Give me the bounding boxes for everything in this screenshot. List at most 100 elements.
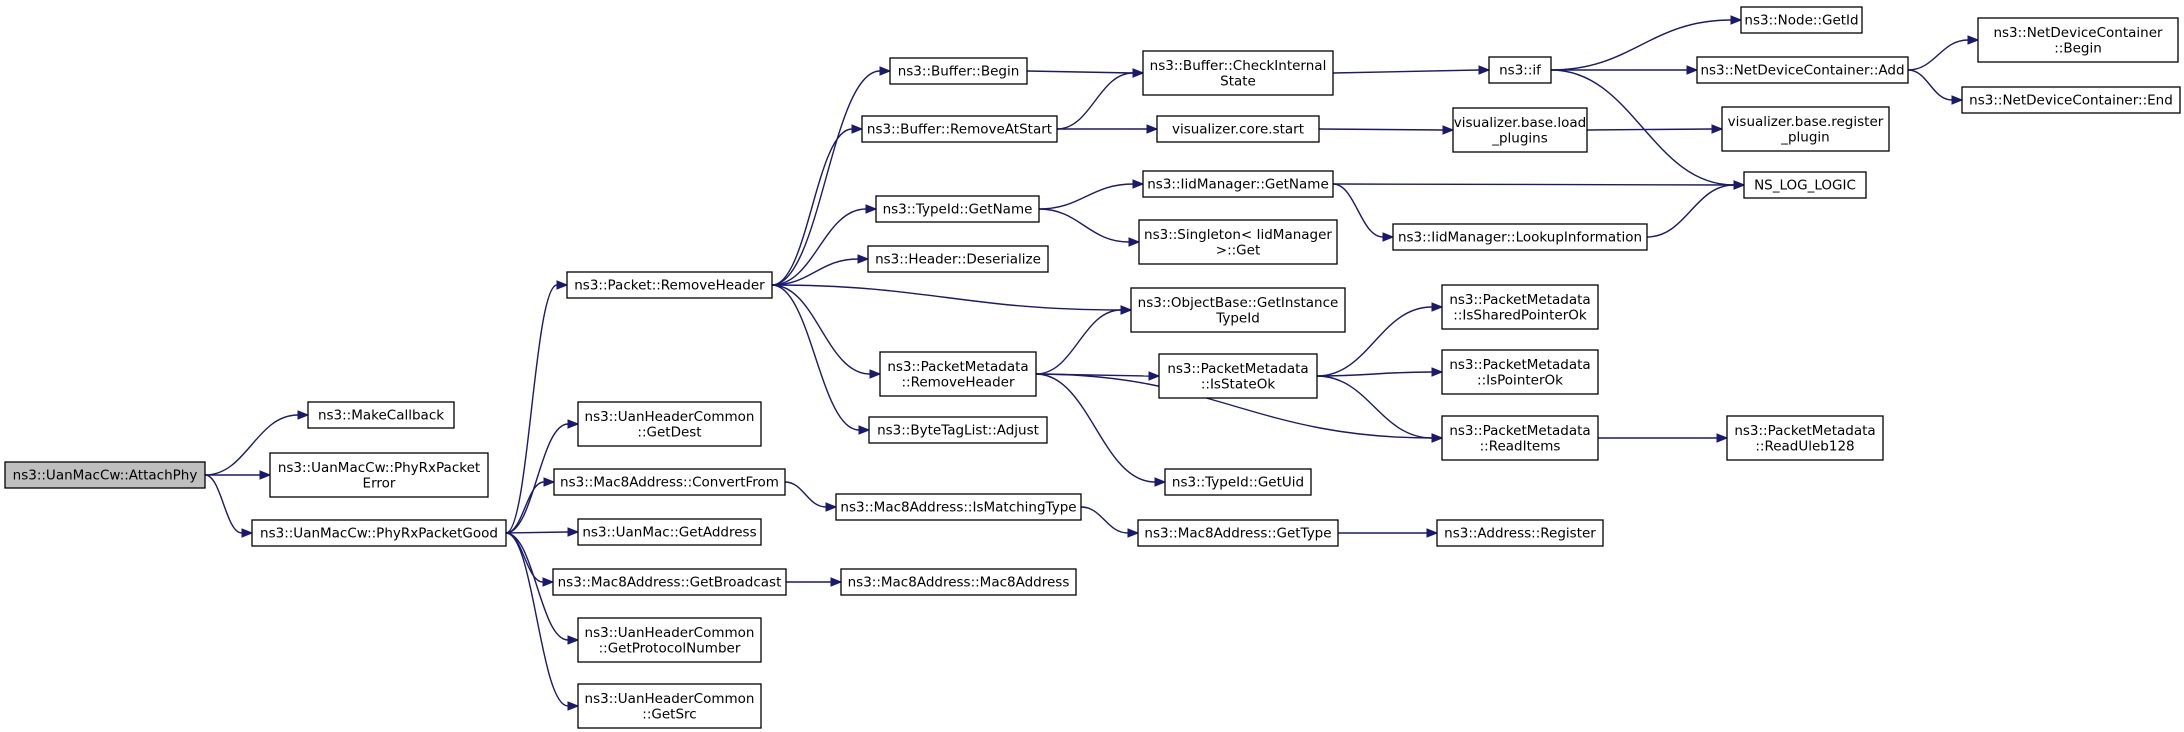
call-edge-bufferbegin-to-checkinternal bbox=[1026, 68, 1145, 78]
call-edge-typeidgetname-to-iidgetname bbox=[1038, 179, 1145, 210]
call-edge-phyrxpacketgood-to-uangetsrc bbox=[505, 532, 580, 711]
function-node-iidgetname[interactable]: ns3::IidManager::GetName bbox=[1142, 170, 1334, 198]
function-node-label: ns3::Node::GetId bbox=[1744, 13, 1858, 29]
function-node-box bbox=[1726, 415, 1884, 461]
function-node-makecallback[interactable]: ns3::MakeCallback bbox=[307, 401, 455, 429]
function-node-label: ::GetProtocolNumber bbox=[599, 640, 741, 656]
arrowhead-icon bbox=[1120, 305, 1133, 315]
function-node-typeidgetname[interactable]: ns3::TypeId::GetName bbox=[875, 195, 1040, 223]
function-node-label: ::Begin bbox=[2054, 40, 2102, 56]
arrowhead-icon bbox=[879, 66, 892, 76]
function-node-bytetagadjust[interactable]: ns3::ByteTagList::Adjust bbox=[868, 416, 1048, 444]
call-edge-line bbox=[771, 70, 881, 286]
function-node-corestart[interactable]: visualizer.core.start bbox=[1156, 115, 1320, 143]
function-node-nodegetid[interactable]: ns3::Node::GetId bbox=[1740, 6, 1863, 34]
function-node-box bbox=[1441, 415, 1599, 461]
function-node-loadplugins[interactable]: visualizer.base.load_plugins bbox=[1452, 107, 1588, 153]
function-node-label: ns3::NetDeviceContainer::End bbox=[1969, 93, 2173, 109]
function-node-box bbox=[1142, 170, 1334, 198]
arrowhead-icon bbox=[1967, 35, 1980, 45]
function-node-label: visualizer.core.start bbox=[1172, 122, 1304, 138]
arrowhead-icon bbox=[567, 527, 580, 537]
function-node-removeatstart[interactable]: ns3::Buffer::RemoveAtStart bbox=[861, 115, 1058, 143]
function-node-nslogic[interactable]: NS_LOG_LOGIC bbox=[1743, 171, 1867, 199]
call-edge-iidgetname-to-nslogic bbox=[1332, 180, 1746, 190]
function-node-registerplugin[interactable]: visualizer.base.register_plugin bbox=[1721, 106, 1890, 152]
function-node-convertfrom[interactable]: ns3::Mac8Address::ConvertFrom bbox=[553, 468, 786, 496]
call-edge-line bbox=[1035, 373, 1433, 439]
function-node-ispointerok[interactable]: ns3::PacketMetadata::IsPointerOk bbox=[1441, 349, 1599, 395]
function-node-mac8address[interactable]: ns3::Mac8Address::Mac8Address bbox=[840, 568, 1077, 596]
call-edge-pmisstateok-to-issharedpointerok bbox=[1316, 302, 1444, 377]
function-node-pmremoveheader[interactable]: ns3::PacketMetadata::RemoveHeader bbox=[879, 351, 1037, 397]
call-edge-phyrxpacketgood-to-getprotocolnumber bbox=[505, 532, 580, 645]
function-node-uangetaddress[interactable]: ns3::UanMac::GetAddress bbox=[577, 518, 762, 546]
function-node-bufferbegin[interactable]: ns3::Buffer::Begin bbox=[889, 57, 1028, 85]
function-node-box bbox=[861, 115, 1058, 143]
call-edge-packetremoveheader-to-bufferbegin bbox=[771, 66, 892, 286]
function-node-getbroadcast[interactable]: ns3::Mac8Address::GetBroadcast bbox=[552, 568, 787, 596]
function-node-box bbox=[1130, 287, 1346, 333]
function-node-label: ::IsPointerOk bbox=[1477, 372, 1563, 388]
function-node-label: ns3::ByteTagList::Adjust bbox=[877, 423, 1039, 439]
function-node-readuleb128[interactable]: ns3::PacketMetadata::ReadUleb128 bbox=[1726, 415, 1884, 461]
function-node-attachphy[interactable]: ns3::UanMacCw::AttachPhy bbox=[4, 461, 206, 489]
function-node-box bbox=[1961, 86, 2181, 114]
function-node-label: ns3::UanHeaderCommon bbox=[585, 691, 755, 707]
function-node-box bbox=[552, 568, 787, 596]
function-node-label: >::Get bbox=[1216, 242, 1260, 258]
function-node-phyrxpacketgood[interactable]: ns3::UanMacCw::PhyRxPacketGood bbox=[251, 519, 507, 547]
function-node-label: ns3::PacketMetadata bbox=[1449, 357, 1590, 373]
function-node-ndcadd[interactable]: ns3::NetDeviceContainer::Add bbox=[1696, 56, 1909, 84]
call-edge-packetremoveheader-to-typeidgetname bbox=[771, 204, 878, 286]
function-node-label: ns3::if bbox=[1499, 63, 1542, 79]
call-edge-packetremoveheader-to-pmremoveheader bbox=[771, 284, 882, 379]
function-node-box bbox=[577, 518, 762, 546]
arrowhead-icon bbox=[1478, 65, 1491, 75]
function-node-singletonget[interactable]: ns3::Singleton< IidManager>::Get bbox=[1138, 219, 1338, 265]
function-node-ndcend[interactable]: ns3::NetDeviceContainer::End bbox=[1961, 86, 2181, 114]
call-edge-line bbox=[1316, 371, 1433, 377]
function-node-headerdeserialize[interactable]: ns3::Header::Deserialize bbox=[867, 245, 1049, 273]
function-node-typeidgetuid[interactable]: ns3::TypeId::GetUid bbox=[1164, 468, 1312, 496]
function-node-lookupinformation[interactable]: ns3::IidManager::LookupInformation bbox=[1392, 223, 1648, 251]
call-edge-line bbox=[1026, 70, 1134, 74]
function-node-getprotocolnumber[interactable]: ns3::UanHeaderCommon::GetProtocolNumber bbox=[577, 617, 762, 663]
function-node-ns3if[interactable]: ns3::if bbox=[1488, 56, 1552, 84]
arrowhead-icon bbox=[869, 369, 882, 379]
call-edge-corestart-to-loadplugins bbox=[1318, 125, 1455, 135]
function-node-uangetsrc[interactable]: ns3::UanHeaderCommon::GetSrc bbox=[577, 683, 762, 729]
function-node-box bbox=[1721, 106, 1890, 152]
function-node-label: ns3::Mac8Address::IsMatchingType bbox=[840, 500, 1076, 516]
function-node-packetremoveheader[interactable]: ns3::Packet::RemoveHeader bbox=[566, 271, 773, 299]
function-node-box bbox=[1138, 219, 1338, 265]
call-edge-line bbox=[505, 481, 545, 534]
function-node-mac8gettype[interactable]: ns3::Mac8Address::GetType bbox=[1137, 519, 1339, 547]
function-node-uangetdest[interactable]: ns3::UanHeaderCommon::GetDest bbox=[577, 401, 762, 447]
function-node-pmisstateok[interactable]: ns3::PacketMetadata::IsStateOk bbox=[1158, 353, 1318, 399]
arrowhead-icon bbox=[297, 410, 310, 420]
function-node-label: ns3::UanMacCw::AttachPhy bbox=[13, 468, 198, 484]
call-edges bbox=[204, 15, 1980, 711]
call-edge-phyrxpacketgood-to-convertfrom bbox=[505, 477, 556, 534]
function-node-issharedpointerok[interactable]: ns3::PacketMetadata::IsSharedPointerOk bbox=[1441, 284, 1599, 330]
arrowhead-icon bbox=[1132, 68, 1145, 78]
call-nodes: ns3::UanMacCw::AttachPhy ns3::MakeCallbac… bbox=[4, 6, 2181, 729]
function-node-readitems[interactable]: ns3::PacketMetadata::ReadItems bbox=[1441, 415, 1599, 461]
call-edge-line bbox=[771, 284, 1122, 311]
arrowhead-icon bbox=[567, 701, 580, 711]
arrowhead-icon bbox=[567, 419, 580, 429]
call-edge-line bbox=[1646, 184, 1735, 238]
function-node-label: ns3::Singleton< IidManager bbox=[1144, 227, 1332, 243]
function-node-ndcbegin[interactable]: ns3::NetDeviceContainer::Begin bbox=[1977, 17, 2179, 63]
function-node-ismatchingtype[interactable]: ns3::Mac8Address::IsMatchingType bbox=[835, 493, 1082, 521]
function-node-label: ns3::Buffer::CheckInternal bbox=[1150, 58, 1327, 74]
function-node-label: ns3::Header::Deserialize bbox=[875, 252, 1041, 268]
function-node-addressregister[interactable]: ns3::Address::Register bbox=[1436, 519, 1604, 547]
call-edge-line bbox=[1316, 306, 1433, 377]
function-node-box bbox=[307, 401, 455, 429]
